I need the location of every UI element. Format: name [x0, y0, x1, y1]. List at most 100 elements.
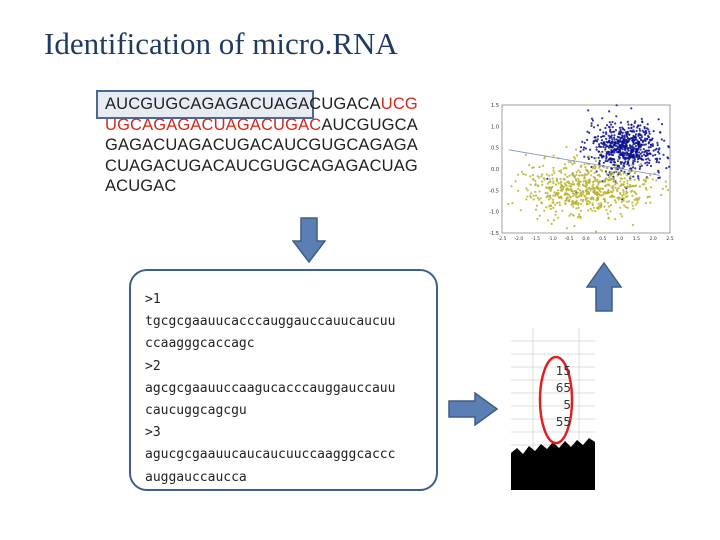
data-point-series-0: [609, 161, 612, 164]
data-point-series-1: [626, 174, 629, 177]
data-point-series-1: [644, 201, 648, 205]
data-point-series-1: [604, 184, 607, 187]
data-point-series-0: [591, 119, 595, 122]
data-point-series-1: [529, 196, 532, 199]
sequence-line: AUCGUGCAGAGACUAGACUGACAUCG: [105, 94, 455, 115]
data-point-series-0: [625, 154, 628, 157]
data-point-series-1: [555, 178, 558, 181]
data-point-series-1: [622, 191, 625, 194]
data-point-series-1: [584, 166, 587, 169]
data-point-series-0: [641, 151, 644, 154]
data-point-series-0: [635, 141, 638, 145]
data-point-series-1: [616, 158, 620, 161]
data-point-series-1: [547, 219, 550, 222]
data-point-series-1: [564, 199, 567, 202]
data-point-series-1: [631, 223, 635, 227]
data-point-series-0: [606, 145, 609, 148]
highlight-oval: [538, 355, 574, 445]
data-point-series-1: [566, 175, 569, 179]
data-point-series-0: [657, 118, 660, 121]
data-point-series-1: [563, 178, 566, 181]
data-point-series-0: [644, 162, 647, 165]
data-point-series-1: [595, 157, 598, 160]
data-point-series-0: [616, 145, 619, 148]
data-point-series-1: [552, 194, 555, 197]
y-tick-label: -0.5: [489, 188, 499, 194]
data-point-series-0: [586, 138, 589, 141]
data-point-series-1: [578, 194, 581, 197]
data-point-series-1: [591, 167, 594, 170]
sequence-line: GAGACUAGACUGACAUCGUGCAGAGA: [105, 135, 455, 156]
data-point-series-0: [648, 152, 651, 155]
data-point-series-1: [526, 195, 529, 198]
data-point-series-0: [649, 143, 653, 146]
data-point-series-0: [601, 135, 604, 138]
data-point-series-1: [532, 198, 535, 201]
data-point-series-1: [558, 170, 561, 173]
data-point-series-1: [614, 201, 618, 204]
data-point-series-1: [546, 192, 549, 195]
data-point-series-0: [642, 139, 645, 142]
data-point-series-0: [644, 137, 647, 140]
data-point-series-0: [614, 140, 617, 144]
data-point-series-0: [617, 148, 620, 151]
sequence-segment: AUCGUGCAGAGACUAGACUGACA: [105, 95, 381, 113]
data-point-series-1: [581, 174, 584, 177]
cluster-scatter-plot: 1.51.00.50.0-0.5-1.0-1.5-2.5-2.0-1.5-1.0…: [489, 103, 673, 242]
data-point-series-1: [543, 209, 546, 212]
data-point-series-0: [629, 129, 632, 133]
data-point-series-0: [636, 126, 639, 129]
data-point-series-1: [538, 165, 541, 169]
data-point-series-1: [660, 193, 663, 197]
data-point-series-0: [611, 120, 614, 124]
data-point-series-0: [640, 143, 643, 146]
data-point-series-0: [602, 131, 605, 134]
data-point-series-0: [621, 134, 624, 137]
data-point-series-0: [645, 151, 648, 154]
data-point-series-0: [608, 126, 611, 129]
data-point-series-1: [587, 191, 590, 194]
data-point-series-0: [598, 162, 601, 165]
data-point-series-1: [541, 180, 544, 183]
data-point-series-0: [656, 144, 659, 147]
data-point-series-1: [622, 188, 625, 192]
data-point-series-0: [594, 136, 597, 139]
data-point-series-1: [616, 174, 619, 177]
data-point-series-1: [557, 216, 560, 219]
data-point-series-0: [605, 144, 608, 147]
data-point-series-1: [600, 151, 603, 154]
data-point-series-0: [633, 130, 636, 133]
fasta-header: >2: [145, 358, 161, 374]
data-point-series-1: [579, 209, 582, 212]
data-point-series-0: [597, 156, 600, 159]
data-point-series-0: [659, 131, 662, 134]
data-point-series-1: [578, 215, 581, 218]
data-point-series-1: [529, 194, 532, 197]
data-point-series-0: [601, 117, 604, 120]
data-point-series-0: [621, 151, 624, 154]
data-point-series-1: [520, 170, 524, 173]
data-point-series-0: [600, 141, 603, 145]
data-point-series-1: [546, 194, 549, 197]
data-point-series-1: [514, 180, 517, 183]
data-point-series-1: [570, 183, 573, 186]
data-point-series-1: [589, 187, 593, 190]
data-point-series-1: [605, 172, 608, 176]
data-point-series-1: [626, 182, 629, 185]
data-point-series-0: [638, 142, 641, 145]
data-point-series-0: [665, 167, 668, 170]
data-point-series-1: [531, 174, 534, 177]
data-point-series-1: [607, 205, 611, 208]
data-point-series-0: [634, 145, 638, 148]
data-point-series-1: [536, 217, 539, 220]
data-point-series-0: [646, 123, 649, 126]
data-point-series-1: [557, 195, 560, 198]
data-point-series-0: [649, 164, 653, 168]
data-point-series-1: [622, 183, 625, 186]
data-point-series-0: [592, 126, 596, 129]
data-point-series-0: [628, 158, 631, 161]
data-point-series-0: [638, 127, 641, 130]
data-point-series-1: [619, 180, 622, 183]
data-point-series-1: [589, 207, 592, 210]
data-point-series-1: [633, 172, 637, 175]
